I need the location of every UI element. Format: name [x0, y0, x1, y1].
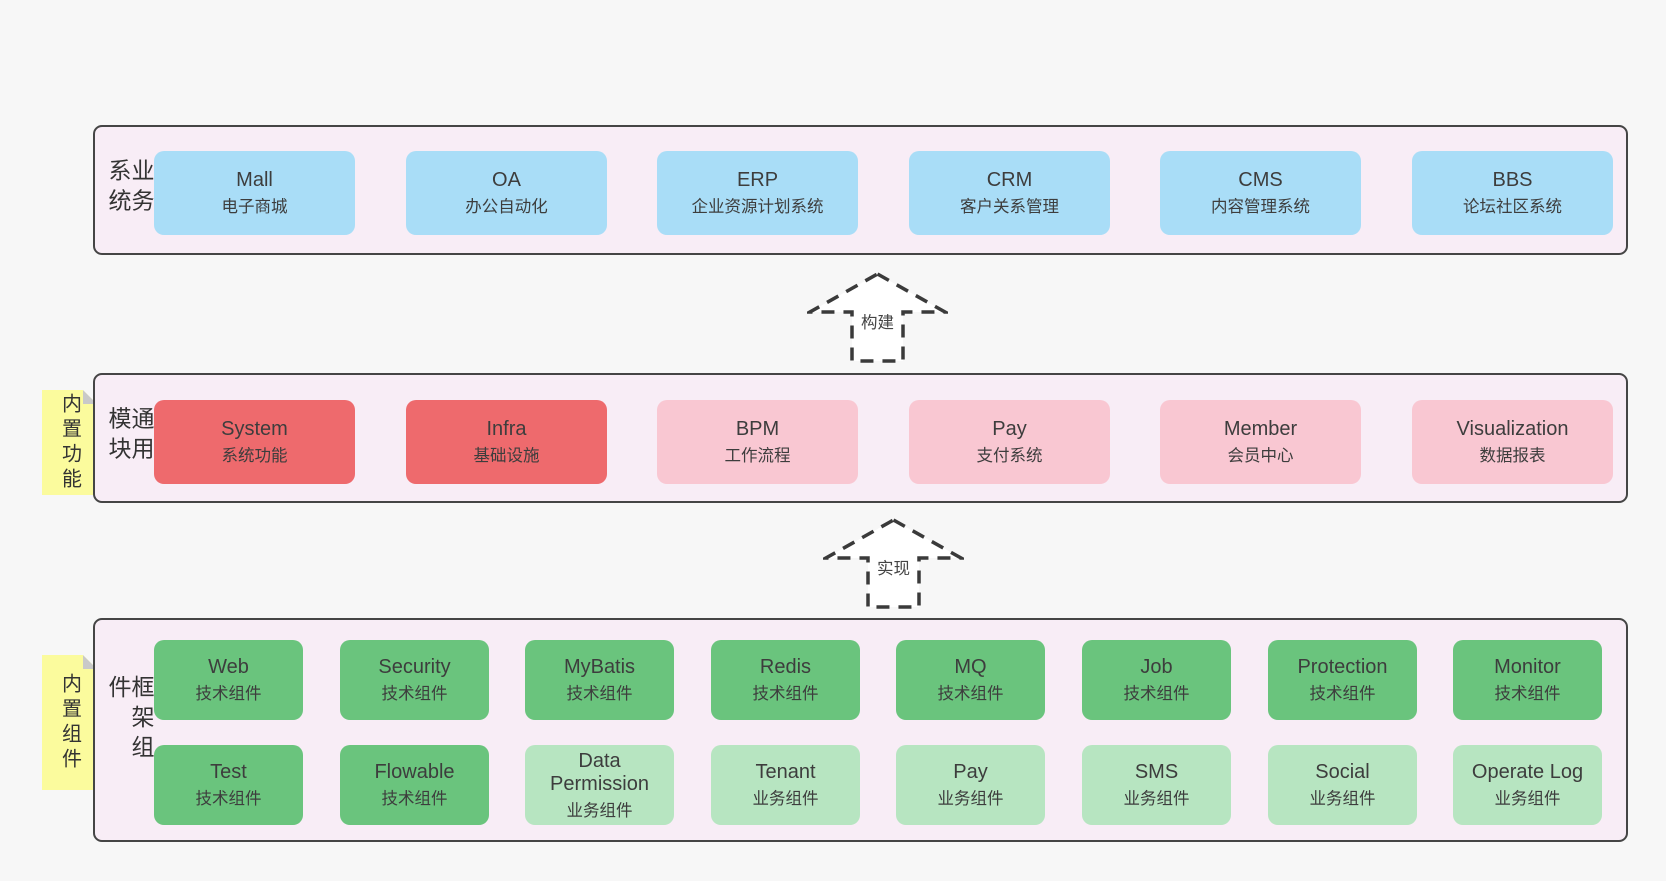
box-subtitle: 客户关系管理 [960, 198, 1059, 217]
box-title: Test [210, 761, 247, 784]
box-title: MyBatis [563, 656, 636, 679]
module-box-bbs: BBS 论坛社区系统 [1412, 151, 1613, 235]
box-subtitle: 技术组件 [1123, 685, 1190, 704]
box-subtitle: 数据报表 [1479, 447, 1546, 466]
box-title: Monitor [1494, 656, 1561, 679]
module-box-infra: Infra 基础设施 [406, 400, 607, 484]
component-box-security: Security 技术组件 [340, 640, 489, 720]
box-title: Data Permission [550, 749, 649, 795]
box-subtitle: 业务组件 [1309, 790, 1376, 809]
band-label: 框架组件 [105, 675, 154, 765]
component-box-web: Web 技术组件 [154, 640, 303, 720]
band-label: 通用模块 [105, 406, 154, 467]
component-box-mq: MQ 技术组件 [896, 640, 1045, 720]
box-title: Job [1140, 656, 1173, 679]
component-box-social: Social 业务组件 [1268, 745, 1417, 825]
box-subtitle: 技术组件 [195, 685, 262, 704]
component-box-operate-log: Operate Log 业务组件 [1453, 745, 1602, 825]
box-title: Mall [236, 169, 273, 192]
box-title: Pay [992, 418, 1027, 441]
box-title: BBS [1492, 169, 1533, 192]
box-subtitle: 基础设施 [473, 447, 540, 466]
box-title: Pay [953, 761, 988, 784]
box-subtitle: 业务组件 [937, 790, 1004, 809]
component-box-sms: SMS 业务组件 [1082, 745, 1231, 825]
arrow-label: 构建 [858, 313, 897, 335]
box-title: Web [208, 656, 249, 679]
implement-arrow: 实现 [823, 517, 964, 610]
box-title: Security [378, 656, 451, 679]
module-box-mall: Mall 电子商城 [154, 151, 355, 235]
arrow-label: 实现 [874, 559, 913, 581]
module-box-bpm: BPM 工作流程 [657, 400, 858, 484]
box-subtitle: 技术组件 [1309, 685, 1376, 704]
component-box-mybatis: MyBatis 技术组件 [525, 640, 674, 720]
sticky-tag-label: 内置功能 [58, 392, 81, 493]
component-box-protection: Protection 技术组件 [1268, 640, 1417, 720]
box-subtitle: 系统功能 [221, 447, 288, 466]
box-subtitle: 办公自动化 [465, 198, 548, 217]
box-title: BPM [735, 418, 780, 441]
component-box-data-permission: Data Permission 业务组件 [525, 745, 674, 825]
component-box-tenant: Tenant 业务组件 [711, 745, 860, 825]
box-subtitle: 会员中心 [1227, 447, 1294, 466]
component-box-redis: Redis 技术组件 [711, 640, 860, 720]
sticky-tag-built-in-components: 内置组件 [42, 655, 97, 790]
box-title: Flowable [374, 761, 455, 784]
build-arrow: 构建 [807, 271, 948, 364]
sticky-tag-built-in-features: 内置功能 [42, 390, 97, 495]
box-title: CMS [1238, 169, 1283, 192]
box-title: Protection [1297, 656, 1388, 679]
box-title: Visualization [1456, 418, 1569, 441]
box-subtitle: 技术组件 [381, 790, 448, 809]
component-box-monitor: Monitor 技术组件 [1453, 640, 1602, 720]
sticky-tag-label: 内置组件 [58, 672, 81, 773]
box-subtitle: 技术组件 [566, 685, 633, 704]
module-box-member: Member 会员中心 [1160, 400, 1361, 484]
box-title: OA [492, 169, 521, 192]
box-subtitle: 电子商城 [221, 198, 288, 217]
module-box-cms: CMS 内容管理系统 [1160, 151, 1361, 235]
box-subtitle: 业务组件 [1494, 790, 1561, 809]
box-subtitle: 业务组件 [752, 790, 819, 809]
box-subtitle: 业务组件 [1123, 790, 1190, 809]
box-title: Tenant [755, 761, 816, 784]
box-title: Redis [759, 656, 812, 679]
box-subtitle: 论坛社区系统 [1463, 198, 1562, 217]
component-box-job: Job 技术组件 [1082, 640, 1231, 720]
module-box-crm: CRM 客户关系管理 [909, 151, 1110, 235]
box-subtitle: 技术组件 [937, 685, 1004, 704]
box-title: System [221, 418, 288, 441]
box-title: Operate Log [1471, 761, 1584, 784]
box-title: Member [1223, 418, 1298, 441]
module-box-system: System 系统功能 [154, 400, 355, 484]
box-subtitle: 技术组件 [381, 685, 448, 704]
box-subtitle: 支付系统 [976, 447, 1043, 466]
box-title: ERP [736, 169, 779, 192]
band-label: 业务系统 [105, 158, 154, 219]
box-subtitle: 工作流程 [724, 447, 791, 466]
box-subtitle: 技术组件 [752, 685, 819, 704]
box-title: Infra [486, 418, 527, 441]
box-title: Social [1315, 761, 1370, 784]
box-subtitle: 技术组件 [195, 790, 262, 809]
box-subtitle: 企业资源计划系统 [691, 198, 824, 217]
component-box-pay: Pay 业务组件 [896, 745, 1045, 825]
module-box-pay: Pay 支付系统 [909, 400, 1110, 484]
component-box-test: Test 技术组件 [154, 745, 303, 825]
box-title: MQ [954, 656, 987, 679]
component-box-flowable: Flowable 技术组件 [340, 745, 489, 825]
box-title: SMS [1134, 761, 1179, 784]
band-business-systems: 业务系统 Mall 电子商城 OA 办公自动化 ERP 企业资源计划系统 CRM… [93, 125, 1628, 255]
box-subtitle: 内容管理系统 [1211, 198, 1310, 217]
box-subtitle: 技术组件 [1494, 685, 1561, 704]
module-box-visualization: Visualization 数据报表 [1412, 400, 1613, 484]
module-box-oa: OA 办公自动化 [406, 151, 607, 235]
band-framework-components: 框架组件 Web 技术组件 Security 技术组件 MyBatis 技术组件… [93, 618, 1628, 842]
band-common-modules: 通用模块 System 系统功能 Infra 基础设施 BPM 工作流程 Pay… [93, 373, 1628, 503]
box-title: CRM [986, 169, 1033, 192]
box-subtitle: 业务组件 [566, 801, 633, 820]
module-box-erp: ERP 企业资源计划系统 [657, 151, 858, 235]
